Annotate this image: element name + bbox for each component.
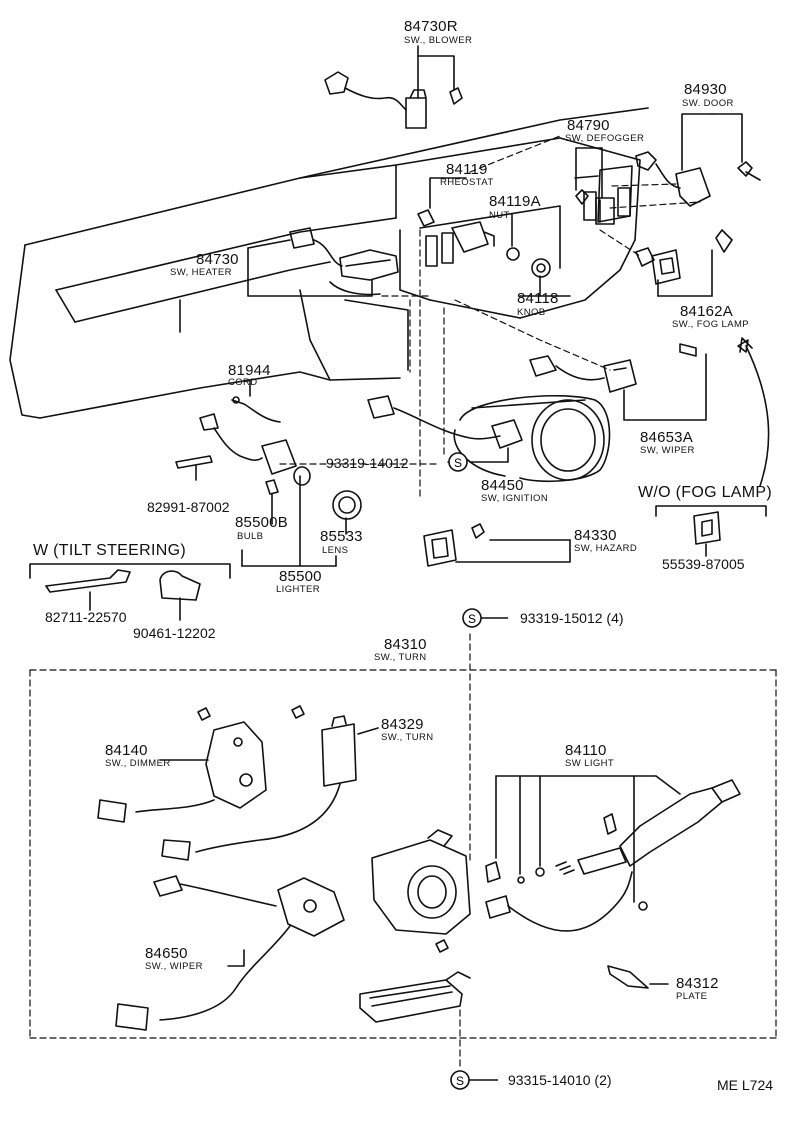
part-number-84650: 84650	[145, 945, 188, 962]
part-number-90461-12202: 90461-12202	[133, 625, 216, 641]
part-number-93319-15012: 93319-15012 (4)	[520, 610, 624, 626]
knob-drawing	[531, 258, 551, 278]
part-name-84119: RHEOSTAT	[440, 177, 494, 188]
cord-drawing	[231, 396, 281, 423]
sheet-code: ME L724	[717, 1077, 774, 1093]
part-name-84653A: SW, WIPER	[640, 445, 695, 456]
part-name-84140: SW., DIMMER	[105, 758, 171, 769]
part-number-84312: 84312	[676, 975, 719, 992]
part-name-84650: SW., WIPER	[145, 961, 203, 972]
switch-body-drawing	[371, 829, 471, 953]
part-name-84930: SW. DOOR	[682, 98, 734, 109]
tilt-steering-parts-drawing	[45, 569, 201, 601]
heading-with-tilt-steering: W (TILT STEERING)	[33, 542, 186, 559]
standard-part-leaders	[469, 617, 508, 1081]
fog-lamp-arrow	[739, 337, 770, 487]
fog-lamp-switch-drawing	[635, 229, 733, 285]
blower-switch-drawing	[324, 71, 463, 129]
part-number-85500B: 85500B	[235, 514, 288, 531]
part-number-84329: 84329	[381, 716, 424, 733]
rheostat-drawing	[417, 209, 520, 261]
part-name-85500B: BULB	[237, 531, 264, 542]
part-number-85533: 85533	[320, 528, 363, 545]
part-number-84119A: 84119A	[489, 193, 541, 210]
part-name-84329: SW., TURN	[381, 732, 434, 743]
hazard-switch-drawing	[423, 523, 485, 567]
heater-switch-drawing	[289, 227, 399, 296]
part-name-81944: CORD	[228, 377, 258, 388]
connector-plate-drawing	[359, 971, 471, 1023]
part-number-84790: 84790	[567, 117, 610, 134]
part-name-85533: LENS	[322, 545, 349, 556]
part-name-84110: SW LIGHT	[565, 758, 615, 769]
part-name-84790: SW, DEFOGGER	[565, 133, 645, 144]
part-number-84140: 84140	[105, 742, 148, 759]
part-number-84450: 84450	[481, 477, 524, 494]
part-number-93319-14012: 93319-14012	[326, 455, 409, 471]
wiper-switch-drawing	[529, 339, 749, 393]
lighter-assembly-drawing	[175, 413, 362, 520]
part-name-84730R: SW., BLOWER	[404, 35, 473, 46]
part-number-84653A: 84653A	[640, 429, 693, 446]
svg-text:S: S	[456, 1074, 464, 1088]
part-name-84330: SW, HAZARD	[574, 543, 638, 554]
svg-text:S: S	[468, 612, 476, 626]
standard-part-symbols: S S S	[448, 452, 482, 1090]
turn-switch-drawing	[161, 705, 357, 861]
callout-lines	[29, 45, 767, 985]
light-switch-lever-drawing	[485, 779, 741, 989]
part-number-84310: 84310	[384, 636, 427, 653]
part-name-85500: LIGHTER	[276, 584, 320, 595]
wiper-lever-drawing	[115, 875, 345, 1031]
part-number-84118: 84118	[517, 290, 559, 307]
part-number-84730: 84730	[196, 251, 239, 268]
svg-text:S: S	[454, 456, 462, 470]
defogger-switch-drawing	[575, 189, 615, 225]
s-symbol-93315-14010: S	[450, 1070, 470, 1090]
s-symbol-93319-14012: S	[448, 452, 468, 472]
part-number-82991-87002: 82991-87002	[147, 499, 230, 515]
part-name-84162A: SW., FOG LAMP	[672, 319, 749, 330]
part-number-84730R: 84730R	[404, 18, 458, 35]
part-name-84312: PLATE	[676, 991, 708, 1002]
part-number-84162A: 84162A	[680, 303, 733, 320]
part-number-84110: 84110	[565, 742, 607, 759]
dimmer-switch-drawing	[97, 707, 267, 823]
door-switch-drawing	[635, 151, 761, 207]
ignition-switch-drawing	[367, 395, 523, 449]
part-number-84930: 84930	[684, 81, 727, 98]
part-number-85500: 85500	[279, 568, 322, 585]
part-name-84450: SW, IGNITION	[481, 493, 549, 504]
part-number-93315-14010: 93315-14010 (2)	[508, 1072, 612, 1088]
heading-without-fog-lamp: W/O (FOG LAMP)	[638, 484, 772, 501]
part-name-84119A: NUT	[489, 210, 510, 221]
s-symbol-93319-15012: S	[462, 608, 482, 628]
part-name-84730: SW, HEATER	[170, 267, 232, 278]
part-name-84118: KNOB	[517, 307, 546, 318]
part-number-55539-87005: 55539-87005	[662, 556, 745, 572]
part-number-81944: 81944	[228, 362, 271, 379]
part-name-84310: SW., TURN	[374, 652, 427, 663]
dashed-reference-lines	[29, 135, 777, 1069]
part-number-84330: 84330	[574, 527, 617, 544]
part-number-82711-22570: 82711-22570	[45, 609, 127, 625]
blank-plate-drawing	[693, 511, 721, 545]
part-number-84119: 84119	[446, 161, 488, 178]
instrument-panel-outline	[9, 107, 649, 419]
